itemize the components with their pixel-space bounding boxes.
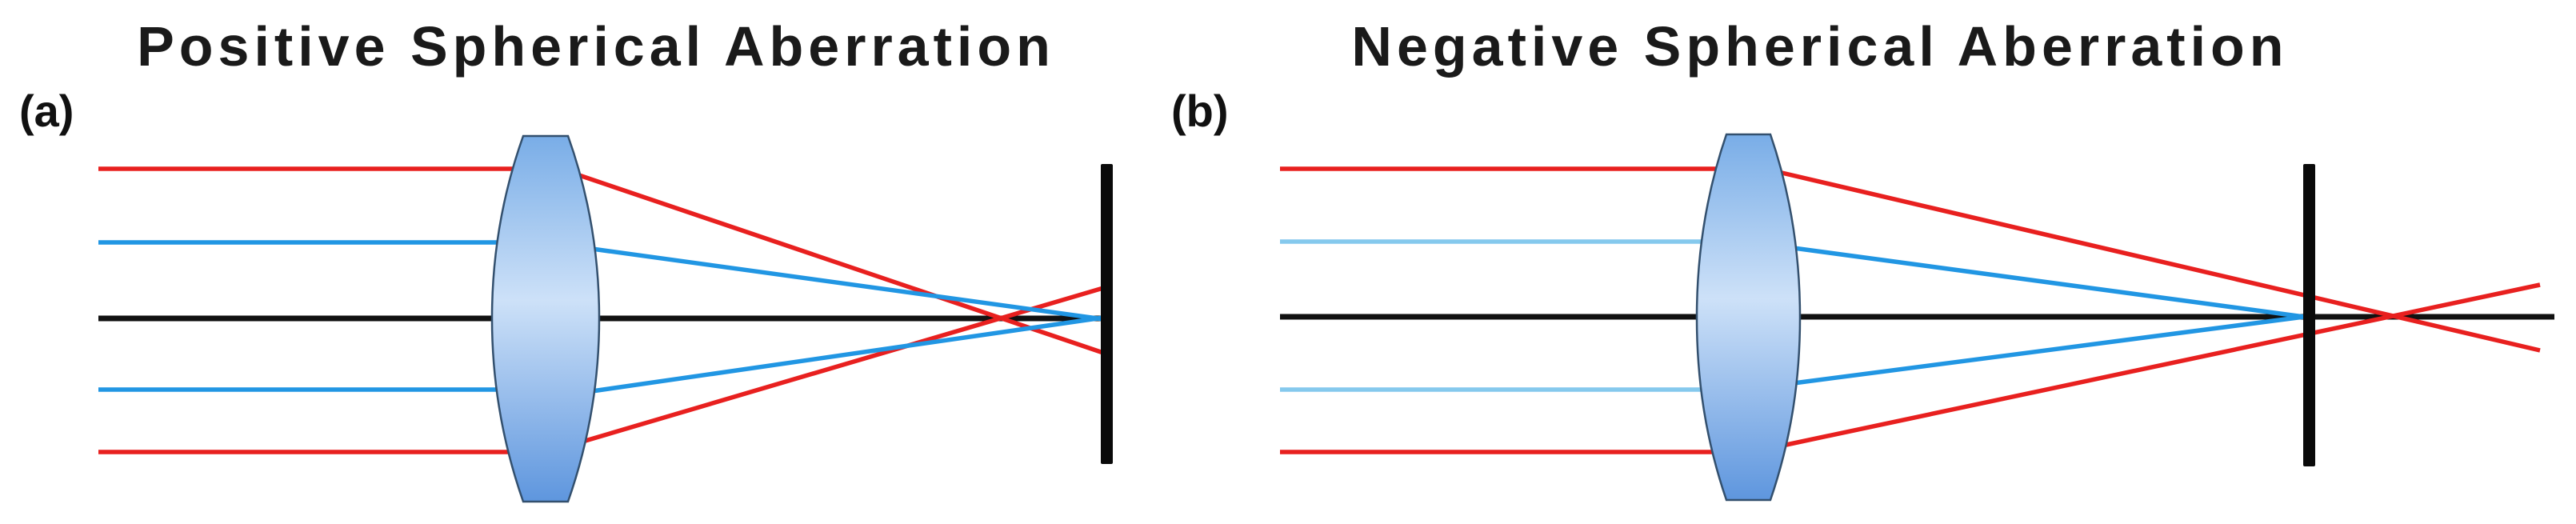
panel-a-title: Positive Spherical Aberration: [137, 15, 1055, 78]
panel-a-biconvex-lens: [490, 134, 601, 503]
panel-a-image-plane-screen: [1101, 164, 1113, 464]
panel-a-paraxial-ray-top-refracted: [591, 246, 1104, 322]
panel-b-paraxial-ray-top-refracted: [1793, 246, 2305, 319]
panel-b-marginal-ray-top-refracted: [1778, 170, 2541, 353]
panel-b-biconvex-lens: [1695, 133, 1802, 502]
panel-a-marginal-ray-bottom-refracted: [574, 286, 1104, 446]
panel-a-paraxial-ray-bottom-refracted: [591, 315, 1104, 394]
panel-b-image-plane-screen: [2303, 164, 2315, 466]
panel-a-label: (a): [19, 86, 74, 136]
panel-b-paraxial-ray-bottom-refracted: [1793, 314, 2305, 386]
panel-b-title: Negative Spherical Aberration: [1351, 15, 2289, 78]
panel-b-marginal-ray-bottom-refracted: [1782, 282, 2541, 448]
panel-a-marginal-ray-top-refracted: [574, 171, 1104, 355]
panel-b-label: (b): [1171, 86, 1229, 136]
